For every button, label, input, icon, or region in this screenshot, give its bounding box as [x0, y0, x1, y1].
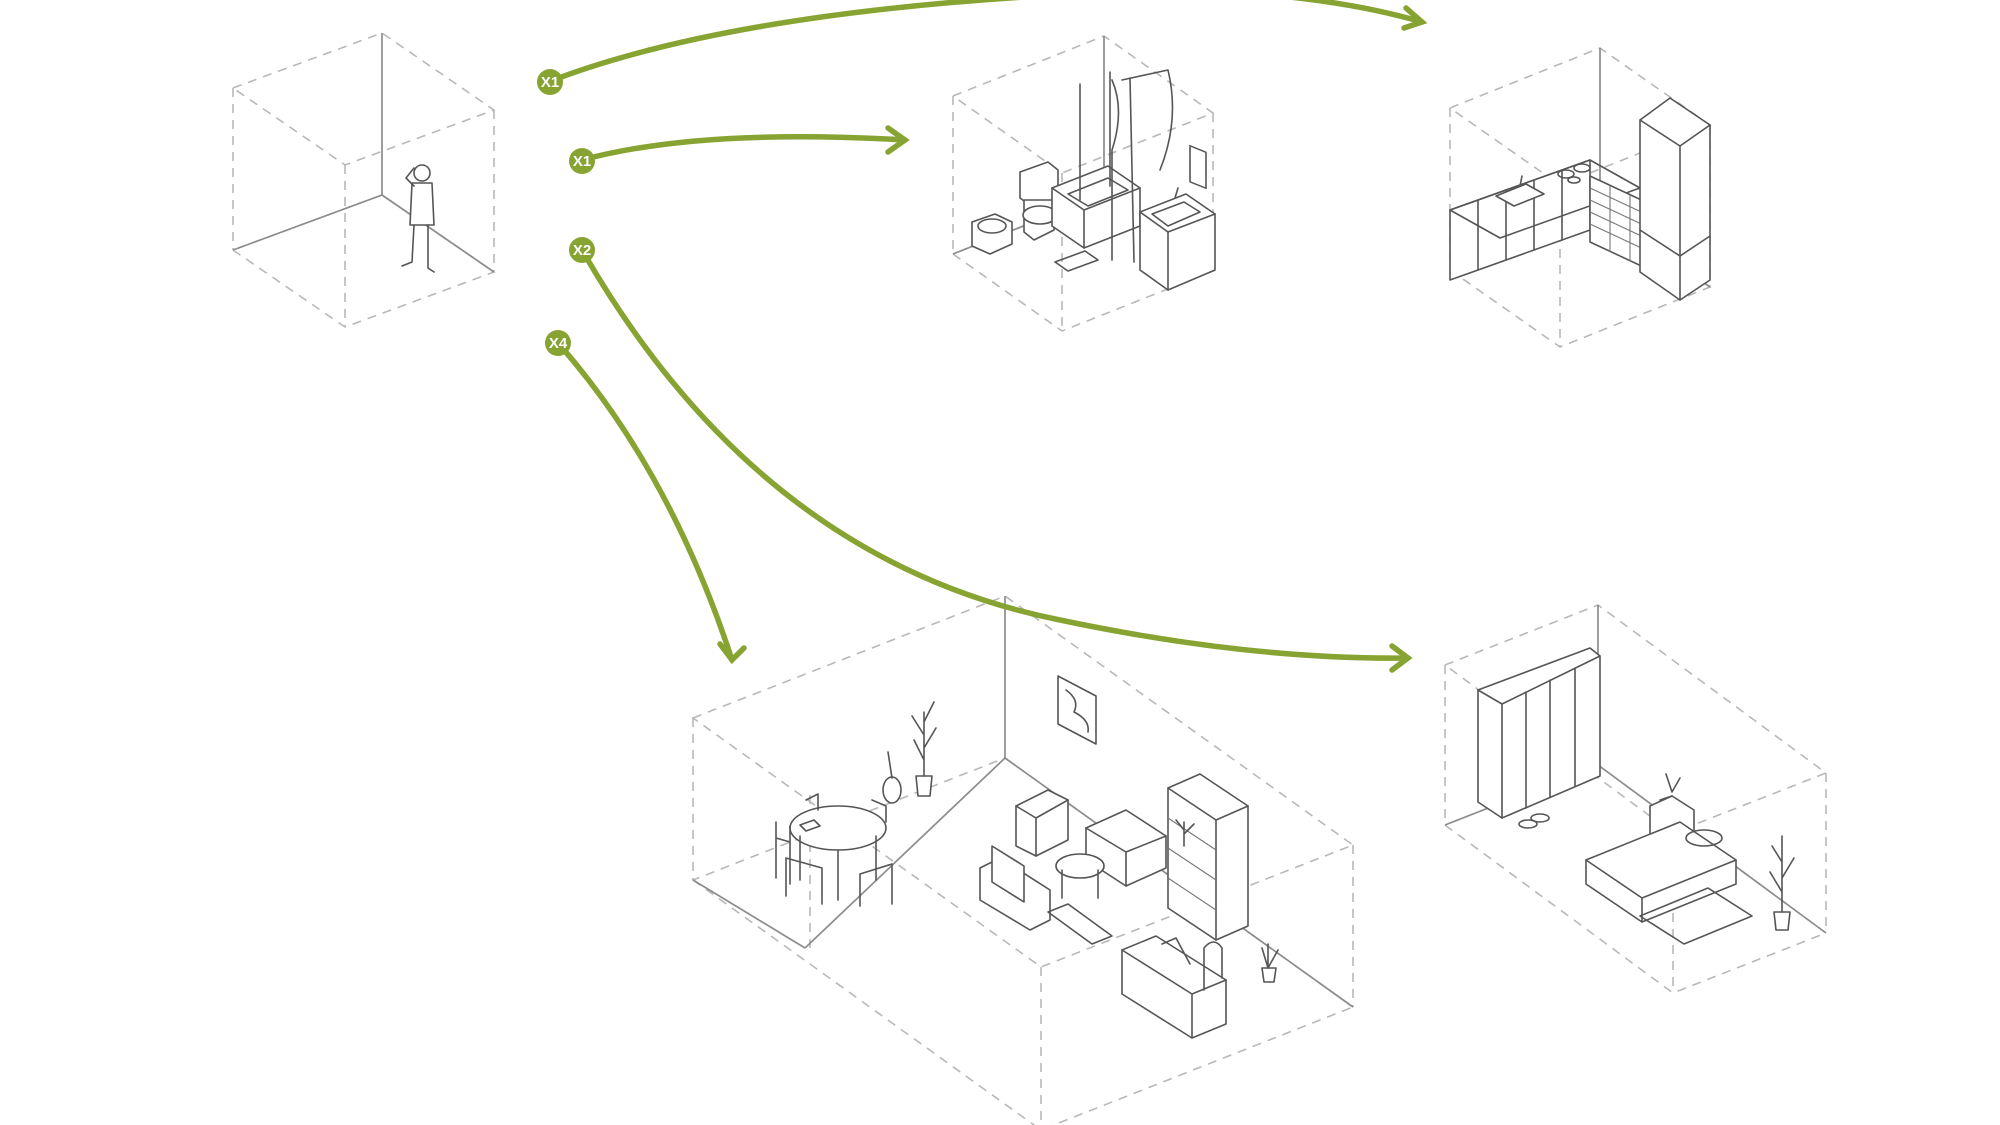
arrow-to-bedroom — [579, 247, 1411, 661]
arrow-to-living — [555, 340, 735, 663]
arrowhead-icon — [717, 641, 747, 665]
stove-icon — [1557, 163, 1591, 184]
arrowhead-icon — [885, 125, 910, 155]
arrow-to-bathroom — [579, 133, 908, 163]
sink-icon — [1495, 175, 1545, 207]
potted-plant-icon — [911, 701, 937, 797]
count-badge-bathroom: X1 — [569, 148, 595, 174]
bookshelf-icon — [1167, 773, 1249, 941]
rug-icon — [1639, 887, 1753, 945]
arrows-layer — [545, 0, 1428, 673]
bathtub-icon — [1051, 165, 1141, 249]
mirror-icon — [1189, 144, 1207, 190]
kitchen-unit — [1448, 47, 1712, 348]
arrowhead-icon — [1401, 5, 1428, 31]
badge-circle — [569, 148, 595, 174]
tv-stand-icon — [979, 845, 1051, 931]
desk-icon — [1121, 935, 1227, 1039]
badge-circle — [545, 330, 571, 356]
count-badge-bedroom: X2 — [569, 237, 595, 263]
tall-plant-icon — [1769, 835, 1795, 931]
tall-cabinet-icon — [1639, 97, 1711, 301]
badge-label: X1 — [541, 74, 559, 91]
desk-chair-icon — [1203, 941, 1223, 991]
sink-cabinet-icon — [1139, 187, 1216, 291]
wardrobe-icon — [1477, 647, 1601, 819]
bed-icon — [1585, 821, 1737, 923]
count-badge-living: X4 — [545, 330, 571, 356]
bidet-icon — [971, 213, 1013, 255]
empty-room-unit — [231, 32, 496, 328]
bedroom-unit — [1443, 604, 1828, 994]
badge-label: X1 — [573, 153, 591, 170]
living-room-unit — [691, 595, 1355, 1125]
rug-icon — [1047, 903, 1113, 945]
bath-mat-icon — [1054, 250, 1099, 272]
badge-label: X2 — [573, 242, 591, 259]
person-icon — [401, 164, 435, 273]
badge-label: X4 — [549, 335, 568, 352]
badge-circle — [569, 237, 595, 263]
count-badge-kitchen: X1 — [537, 69, 563, 95]
shower-curtain-icon — [1079, 69, 1174, 263]
guitar-icon — [882, 751, 902, 804]
slippers-icon — [1518, 813, 1550, 829]
small-plant-icon — [1261, 943, 1279, 983]
wall-picture-icon — [1057, 675, 1097, 745]
armchair-icon — [1015, 789, 1069, 857]
arrowhead-icon — [1389, 643, 1413, 673]
badge-circle — [537, 69, 563, 95]
bathroom-unit — [951, 35, 1216, 332]
coffee-table-icon — [1055, 853, 1105, 899]
dining-chair-icon — [775, 793, 893, 907]
arrow-to-kitchen — [545, 0, 1425, 85]
